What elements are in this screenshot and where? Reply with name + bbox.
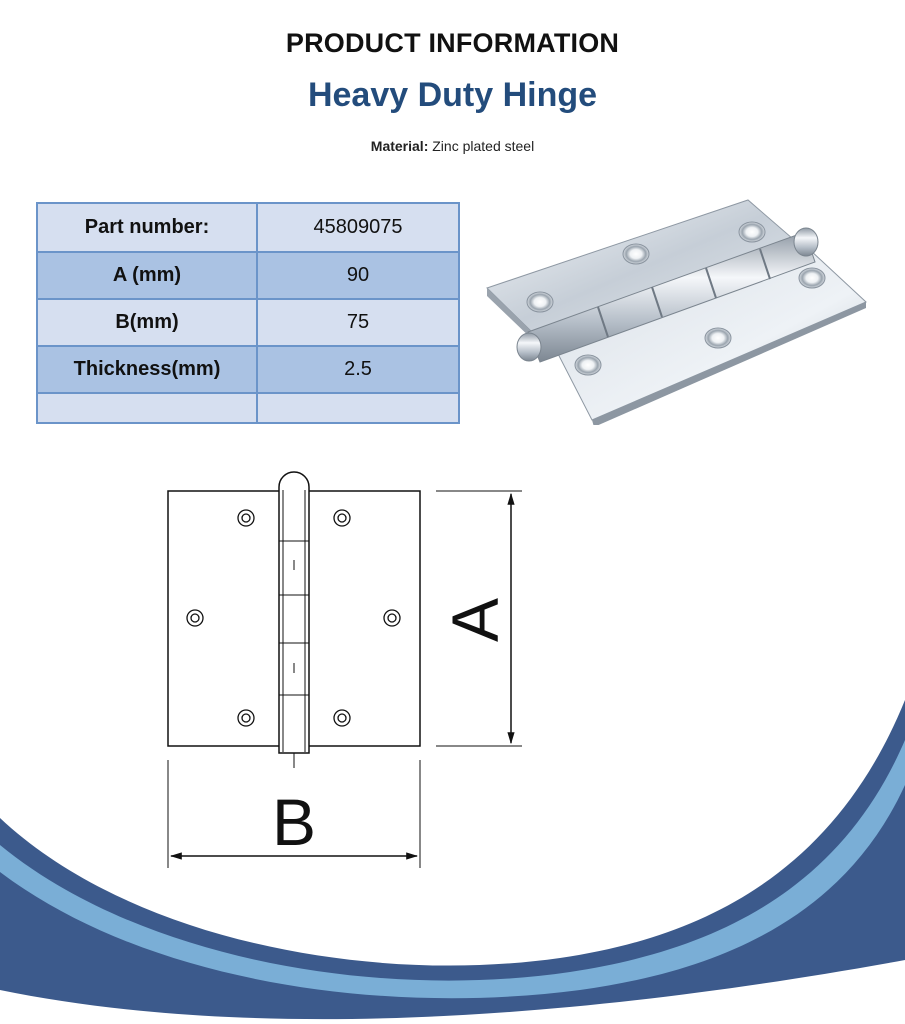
- decorative-wave: [0, 700, 905, 1024]
- spec-row: Thickness(mm) 2.5: [36, 345, 460, 394]
- spec-label: B(mm): [36, 298, 258, 347]
- screw-hole-icon: [237, 709, 255, 727]
- material-value: Zinc plated steel: [432, 138, 535, 154]
- spec-label: Thickness(mm): [36, 345, 258, 394]
- spec-label: A (mm): [36, 251, 258, 300]
- spec-label: [36, 392, 258, 424]
- spec-value: 2.5: [256, 345, 460, 394]
- spec-label: Part number:: [36, 202, 258, 253]
- technical-drawing: A B: [167, 471, 522, 868]
- spec-row: Part number: 45809075: [36, 202, 460, 253]
- spec-value: 75: [256, 298, 460, 347]
- spec-row: A (mm) 90: [36, 251, 460, 300]
- screw-hole-icon: [333, 709, 351, 727]
- spec-row: B(mm) 75: [36, 298, 460, 347]
- screw-hole-icon: [237, 509, 255, 527]
- material-line: Material: Zinc plated steel: [0, 138, 905, 154]
- spec-table: Part number: 45809075 A (mm) 90 B(mm) 75…: [36, 202, 460, 424]
- spec-row: [36, 392, 460, 424]
- spec-value: 90: [256, 251, 460, 300]
- dimension-b-label: B: [272, 785, 316, 859]
- product-photo: [486, 199, 867, 425]
- hinge-photo-icon: [486, 199, 867, 425]
- spec-value: [256, 392, 460, 424]
- page-title: PRODUCT INFORMATION: [285, 28, 620, 58]
- hinge-knuckle: [278, 471, 310, 754]
- material-label: Material:: [370, 138, 429, 154]
- spec-value: 45809075: [256, 202, 460, 253]
- dimension-a-label: A: [438, 598, 512, 642]
- screw-hole-icon: [186, 609, 204, 627]
- screw-hole-icon: [333, 509, 351, 527]
- screw-hole-icon: [383, 609, 401, 627]
- product-name: Heavy Duty Hinge: [307, 76, 598, 114]
